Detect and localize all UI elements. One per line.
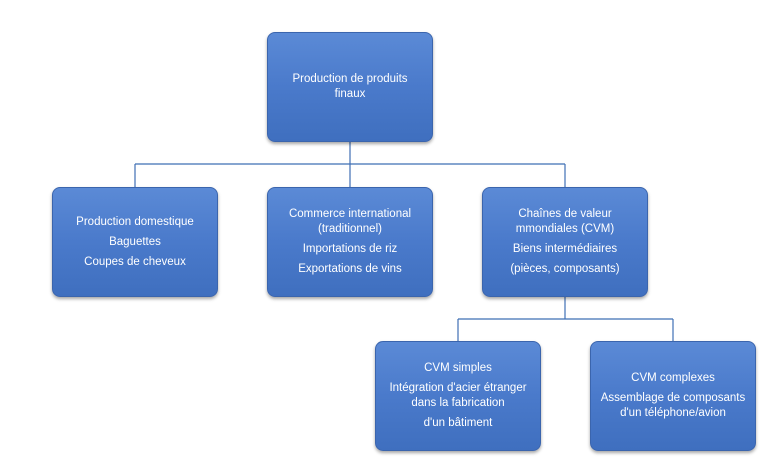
node-example: dans la fabrication — [411, 397, 505, 409]
node-example: Importations de riz — [302, 243, 398, 255]
node-text: Production de produits — [292, 73, 408, 85]
node-domestic-production: Production domestique Baguettes Coupes d… — [52, 187, 218, 297]
node-title: Commerce international — [288, 208, 412, 220]
node-example: Biens intermédiaires — [512, 243, 618, 255]
node-example: Baguettes — [109, 235, 161, 248]
node-complex-gvc: CVM complexes Assemblage de composants d… — [590, 341, 756, 451]
node-example: (pièces, composants) — [510, 263, 620, 275]
node-example: Exportations de vins — [298, 263, 402, 275]
node-example: d'un bâtiment — [423, 417, 493, 429]
node-example: Coupes de cheveux — [84, 255, 186, 268]
node-title: CVM simples — [424, 362, 492, 374]
node-example: Assemblage de composants — [600, 392, 746, 404]
node-title: Chaînes de valeur — [518, 208, 612, 220]
node-example: d'un téléphone/avion — [620, 407, 726, 419]
node-title: Production domestique — [76, 215, 194, 228]
node-international-trade: Commerce international (traditionnel) Im… — [267, 187, 433, 297]
node-example: Intégration d'acier étranger — [389, 382, 527, 394]
node-simple-gvc: CVM simples Intégration d'acier étranger… — [375, 341, 541, 451]
node-title: CVM complexes — [631, 372, 715, 384]
node-global-value-chains: Chaînes de valeur mmondiales (CVM) Biens… — [482, 187, 648, 297]
node-text: finaux — [334, 88, 366, 100]
node-title: mmondiales (CVM) — [515, 223, 615, 235]
node-title: (traditionnel) — [318, 223, 382, 235]
node-final-products-production: Production de produits finaux — [267, 32, 433, 142]
